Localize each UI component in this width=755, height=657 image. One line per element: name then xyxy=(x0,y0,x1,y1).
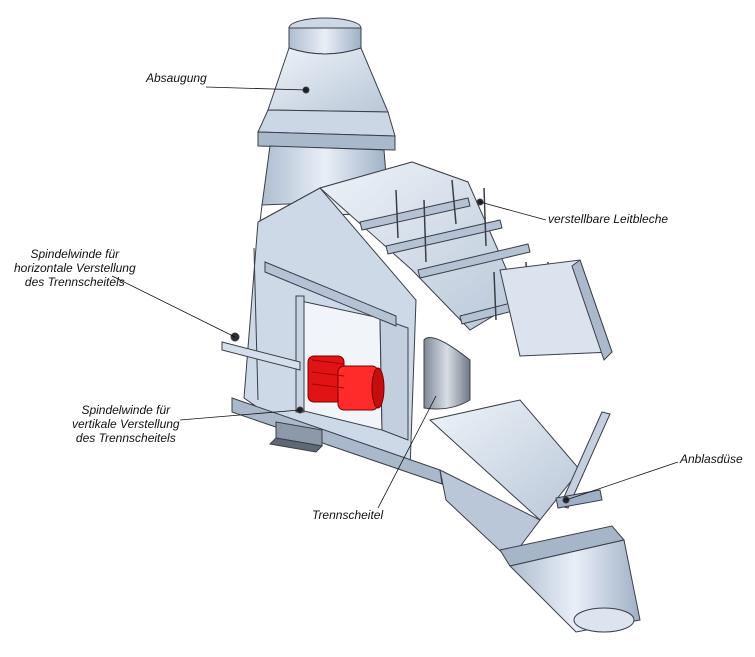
leader-lines xyxy=(111,86,679,509)
adjustable-baffles xyxy=(359,179,613,361)
label-leitbleche: verstellbare Leitbleche xyxy=(548,212,669,226)
leader-vertikal xyxy=(179,409,301,421)
suction-hood xyxy=(257,17,396,223)
label-spindel-vertikal: Spindelwinde für vertikale Verstellung d… xyxy=(72,403,180,445)
label-trennscheitel: Trennscheitel xyxy=(312,508,384,522)
leader-horizontal xyxy=(111,275,236,338)
leader-anblasduese xyxy=(565,461,679,501)
leader-absaugung xyxy=(205,86,307,91)
drive-motor xyxy=(307,355,385,411)
leader-trennscheitel xyxy=(377,395,437,509)
separator-drum xyxy=(423,337,471,410)
label-absaugung: Absaugung xyxy=(146,71,207,85)
horizontal-spindle xyxy=(221,332,301,371)
label-anblasduese: Anblasdüse xyxy=(680,452,743,466)
vertical-spindle xyxy=(268,406,324,453)
leader-leitbleche xyxy=(479,201,547,221)
label-spindel-horizontal: Spindelwinde für horizontale Verstellung… xyxy=(14,247,136,289)
lower-chute xyxy=(428,399,641,633)
